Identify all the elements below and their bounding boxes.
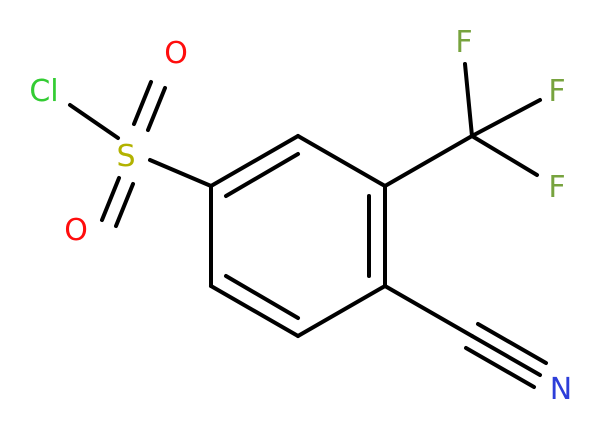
bond-c4-cn <box>383 284 474 338</box>
bond-ring-c4-c5 <box>296 284 387 338</box>
atom-fluorine-1: F <box>455 25 472 60</box>
atom-fluorine-2: F <box>548 74 565 109</box>
bond-s-o-top-b <box>146 86 167 132</box>
bond-c3-cf3 <box>383 134 474 188</box>
bond-cf3-f1 <box>463 62 474 138</box>
bond-cn-triple-3 <box>464 346 536 389</box>
atom-nitrogen: N <box>550 372 572 407</box>
atom-oxygen-top: O <box>164 36 188 71</box>
atom-sulfur: S <box>116 139 135 174</box>
bond-ring-c5-c6-inner <box>224 274 300 320</box>
bond-cf3-f3 <box>470 134 539 177</box>
bond-c1-s <box>148 158 213 188</box>
bond-ring-c5-c6 <box>209 284 300 338</box>
atom-chlorine: Cl <box>29 74 58 109</box>
bond-s-o-bottom-b <box>114 182 135 228</box>
bond-cn-triple-1 <box>470 334 542 377</box>
bond-s-o-bottom-a <box>100 176 121 222</box>
bond-s-cl <box>68 103 120 140</box>
bond-ring-c1-c2 <box>209 134 300 188</box>
benzene-ring <box>209 134 387 338</box>
bond-ring-c2-c3 <box>296 134 387 188</box>
bond-s-o-top-a <box>132 80 153 126</box>
atom-fluorine-3: F <box>548 170 565 205</box>
bond-cn-triple-2 <box>476 322 548 365</box>
substituent-bonds <box>68 62 548 389</box>
bond-ring-c1-c2-inner <box>224 152 300 198</box>
bond-cf3-f2 <box>470 98 542 138</box>
atom-oxygen-bottom: O <box>64 213 88 248</box>
